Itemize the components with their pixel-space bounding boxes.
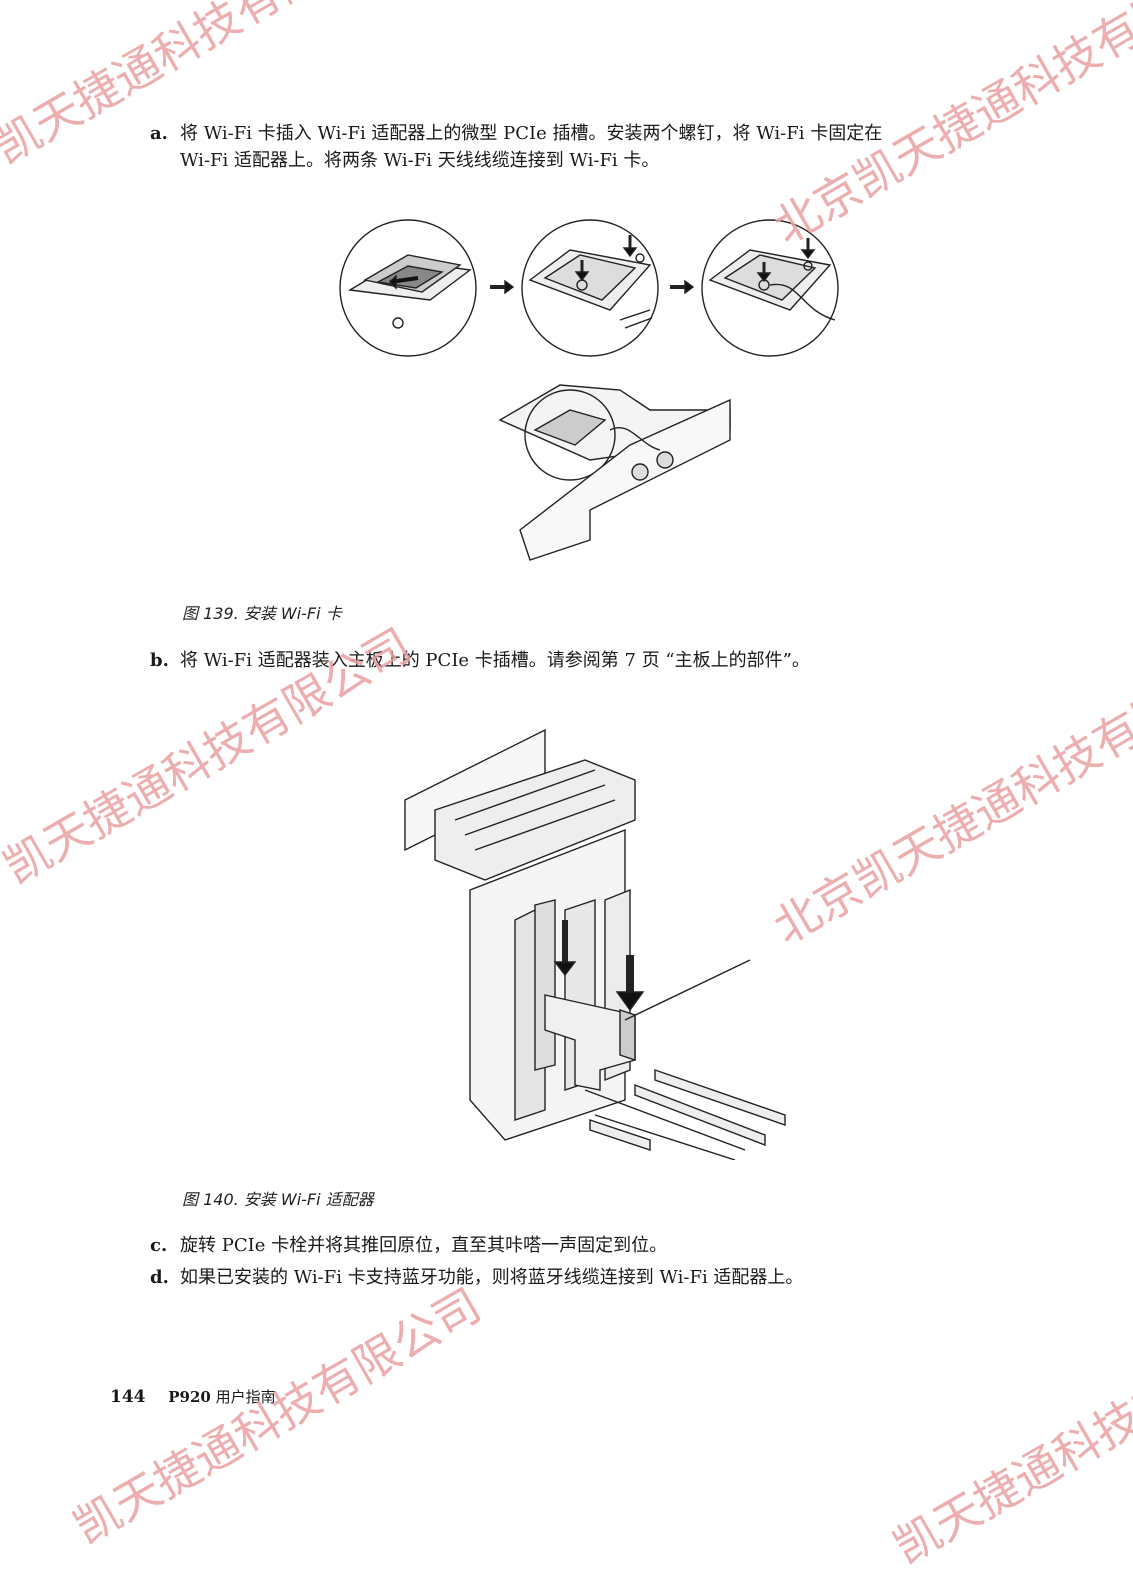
adapter-detail-circle	[524, 389, 616, 481]
detail-circle-3	[701, 219, 839, 357]
step-d-text: 如果已安装的 Wi-Fi 卡支持蓝牙功能，则将蓝牙线缆连接到 Wi-Fi 适配器…	[180, 1267, 804, 1288]
figure-140-caption: 图 140. 安装 Wi-Fi 适配器	[182, 1190, 374, 1209]
page-number: 144	[110, 1387, 146, 1407]
footer-guide: 用户指南	[215, 1388, 276, 1406]
step-a-line2: Wi-Fi 适配器上。将两条 Wi-Fi 天线线缆连接到 Wi-Fi 卡。	[180, 150, 660, 171]
figure-140-illustration	[404, 728, 786, 1160]
step-c-text: 旋转 PCIe 卡栓并将其推回原位，直至其咔嗒一声固定到位。	[180, 1235, 668, 1256]
watermark-6: 凯天捷通科技有限	[884, 1343, 1133, 1575]
step-a-marker: a.	[150, 123, 168, 144]
step-d-marker: d.	[150, 1267, 169, 1288]
step-d: d. 如果已安装的 Wi-Fi 卡支持蓝牙功能，则将蓝牙线缆连接到 Wi-Fi 适…	[150, 1264, 1030, 1291]
step-b: b. 将 Wi-Fi 适配器装入主板上的 PCIe 卡插槽。请参阅第 7 页 “主…	[150, 647, 1030, 674]
detail-circle-2	[521, 219, 659, 357]
step-c: c. 旋转 PCIe 卡栓并将其推回原位，直至其咔嗒一声固定到位。	[150, 1232, 1030, 1259]
footer-model: P920	[168, 1388, 211, 1406]
step-b-marker: b.	[150, 650, 169, 671]
figure-139-caption: 图 139. 安装 Wi-Fi 卡	[182, 604, 342, 623]
step-b-text: 将 Wi-Fi 适配器装入主板上的 PCIe 卡插槽。请参阅第 7 页 “主板上…	[180, 650, 810, 671]
detail-circle-1	[339, 219, 477, 357]
step-a-line1: 将 Wi-Fi 卡插入 Wi-Fi 适配器上的微型 PCIe 插槽。安装两个螺钉…	[180, 123, 883, 144]
watermark-5: 凯天捷通科技有限公司	[64, 1277, 490, 1555]
figure-139-illustration	[339, 219, 839, 561]
step-a: a. 将 Wi-Fi 卡插入 Wi-Fi 适配器上的微型 PCIe 插槽。安装两个…	[150, 120, 1030, 174]
step-c-marker: c.	[150, 1235, 168, 1256]
page-footer: 144 P920 用户指南	[110, 1386, 276, 1407]
